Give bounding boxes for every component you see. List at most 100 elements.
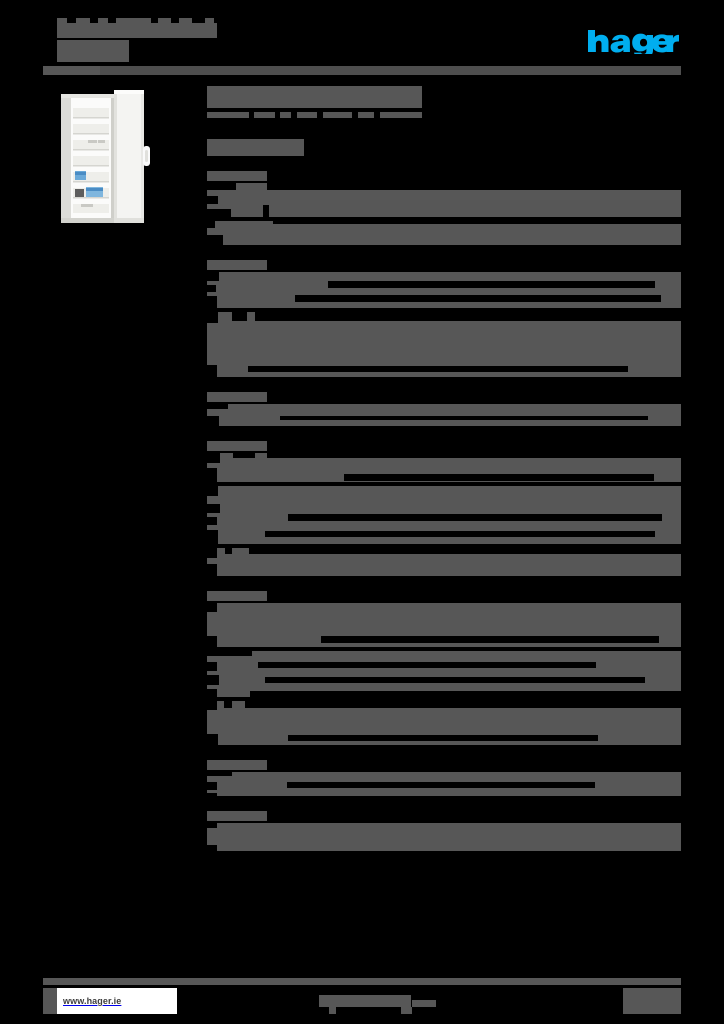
header-divider-cap <box>43 66 100 75</box>
spec-section <box>207 392 681 426</box>
spec-section <box>207 441 681 576</box>
spec-section-title <box>207 811 267 821</box>
spec-row-gap <box>207 675 219 685</box>
spec-row-gap <box>288 514 662 521</box>
spec-row-gap <box>207 636 217 647</box>
spec-section-title <box>207 260 267 270</box>
spec-row-gap <box>207 701 217 710</box>
spec-row-gap <box>207 209 231 217</box>
spec-row-gap <box>207 453 220 463</box>
spec-row-gap <box>255 312 681 321</box>
spec-row <box>207 404 681 426</box>
spec-row-separator <box>207 217 681 221</box>
footer-center-tick-2 <box>401 1007 412 1014</box>
footer-center-text <box>319 995 411 1007</box>
spec-row-gap <box>233 453 255 458</box>
spec-row-gap <box>207 823 217 828</box>
document-title-notch <box>57 18 217 23</box>
spec-row-gap <box>207 285 216 292</box>
spec-row-gap <box>207 196 218 204</box>
spec-row-separator <box>207 544 681 548</box>
spec-row <box>207 486 681 544</box>
spec-row-gap <box>207 221 215 228</box>
spec-row-gap <box>232 312 247 321</box>
spec-row-gap <box>245 701 681 708</box>
spec-row-gap <box>207 504 220 513</box>
spec-row <box>207 221 681 245</box>
spec-row-gap <box>273 221 681 224</box>
spec-row-gap <box>207 296 217 308</box>
spec-row-gap <box>207 734 218 745</box>
spec-row-gap <box>344 474 654 481</box>
spec-row-gap <box>207 468 217 482</box>
spec-row <box>207 453 681 482</box>
spec-row-gap <box>295 295 661 302</box>
spec-row-gap <box>207 662 217 671</box>
spec-section-title <box>207 171 267 181</box>
spec-row-gap <box>207 782 217 790</box>
page-heading-notch <box>207 112 422 118</box>
spec-row-gap <box>207 548 217 558</box>
page-subheading <box>207 139 304 156</box>
spec-row-gap <box>207 486 218 496</box>
spec-row-gap <box>207 564 217 576</box>
spec-row-gap <box>207 603 217 612</box>
spec-row <box>207 651 681 697</box>
document-title-line2 <box>57 40 129 62</box>
spec-row-gap <box>207 404 228 409</box>
spec-row-gap <box>207 365 217 377</box>
spec-row-separator <box>207 647 681 651</box>
spec-row-separator <box>207 308 681 312</box>
spec-row-gap <box>265 677 645 683</box>
spec-section <box>207 260 681 377</box>
spec-row-gap <box>207 845 217 851</box>
spec-row-gap <box>249 548 681 554</box>
spec-row-gap <box>250 691 681 697</box>
spec-row-gap <box>265 531 655 537</box>
hager-logo <box>587 28 679 54</box>
spec-row-gap <box>207 183 236 190</box>
spec-row-gap <box>207 689 217 697</box>
spec-section <box>207 811 681 851</box>
footer-center-tick <box>329 1007 336 1014</box>
spec-row-gap <box>225 548 232 554</box>
spec-row-gap <box>280 416 648 420</box>
spec-row-gap <box>207 772 232 776</box>
document-title <box>57 18 217 62</box>
spec-row-gap <box>321 636 659 643</box>
page-heading <box>207 86 422 108</box>
spec-row-gap <box>258 662 596 668</box>
spec-row <box>207 772 681 796</box>
page-header <box>0 0 724 80</box>
spec-section <box>207 171 681 245</box>
spec-section <box>207 591 681 745</box>
spec-row <box>207 183 681 217</box>
header-divider <box>43 66 681 75</box>
spec-row-gap <box>263 205 269 217</box>
spec-section-title <box>207 760 267 770</box>
spec-row-gap <box>207 272 219 281</box>
spec-sections <box>207 171 681 851</box>
website-url-text: www.hager.ie <box>63 996 122 1006</box>
spec-row-gap <box>267 453 681 458</box>
main-content <box>207 86 681 851</box>
spec-row-separator <box>207 482 681 486</box>
spec-row <box>207 548 681 576</box>
spec-row-gap <box>267 183 681 190</box>
spec-row-gap <box>288 735 598 741</box>
product-image <box>57 88 157 233</box>
website-url-link[interactable]: www.hager.ie <box>57 988 177 1014</box>
spec-row-gap <box>207 530 218 544</box>
spec-section-title <box>207 591 267 601</box>
document-title-line1 <box>57 18 217 38</box>
spec-section-title <box>207 441 267 451</box>
spec-row <box>207 823 681 851</box>
spec-row-gap <box>328 281 655 288</box>
spec-row <box>207 312 681 377</box>
spec-row-separator <box>207 697 681 701</box>
spec-row-gap <box>207 416 219 426</box>
footer-divider <box>43 978 681 985</box>
spec-row-gap <box>207 517 217 525</box>
footer-page-number <box>623 988 681 1014</box>
